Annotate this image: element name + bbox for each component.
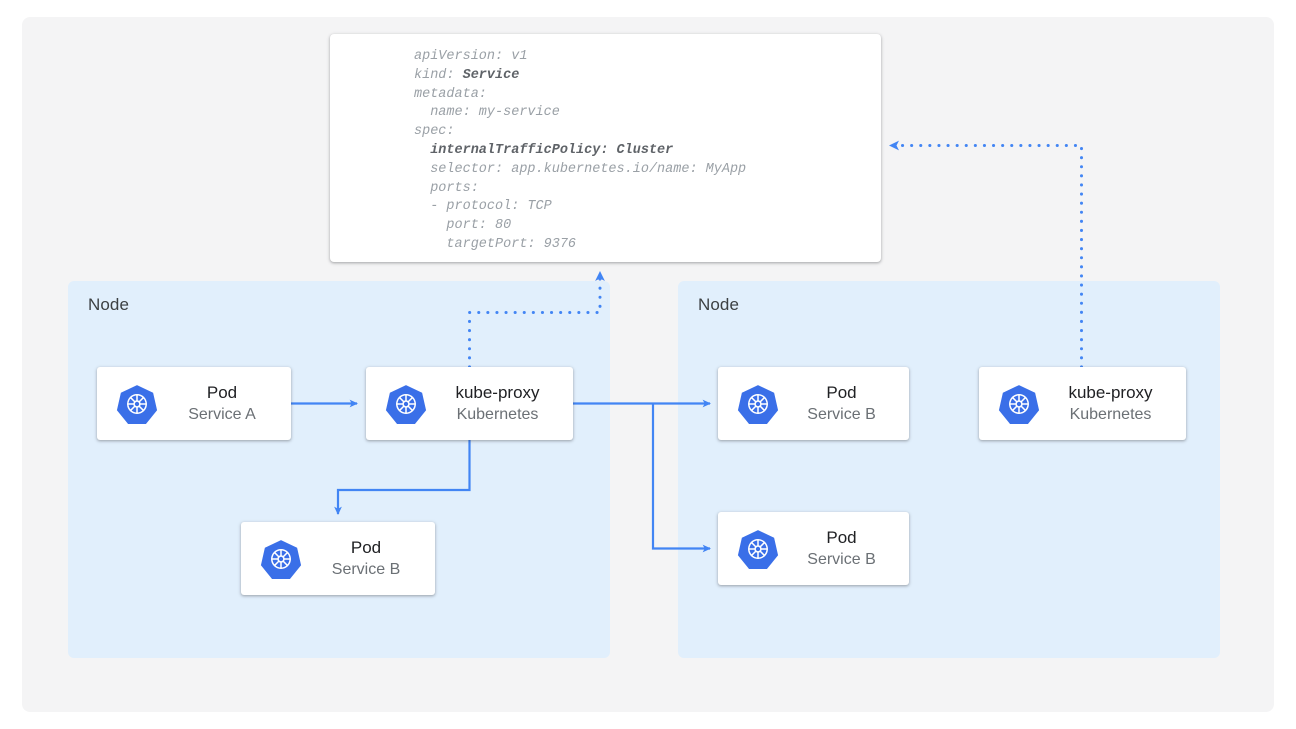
card-subtitle: Kubernetes [1069, 405, 1152, 423]
card-kube-proxy-left[interactable]: kube-proxy Kubernetes [366, 367, 573, 440]
kubernetes-icon [260, 539, 302, 579]
card-pod-service-b-remote-1[interactable]: Pod Service B [718, 367, 909, 440]
kubernetes-icon [116, 384, 158, 424]
card-kube-proxy-right[interactable]: kube-proxy Kubernetes [979, 367, 1186, 440]
card-title: Pod [826, 527, 857, 547]
card-subtitle: Service B [807, 550, 876, 568]
node-group-right: Node [678, 281, 1220, 658]
kubernetes-icon [385, 384, 427, 424]
card-text: kube-proxy Kubernetes [428, 382, 573, 426]
card-text: kube-proxy Kubernetes [1041, 382, 1186, 426]
kubernetes-icon [998, 384, 1040, 424]
card-subtitle: Kubernetes [456, 405, 539, 423]
kubernetes-icon [737, 384, 779, 424]
card-subtitle: Service B [807, 405, 876, 423]
card-pod-service-a[interactable]: Pod Service A [97, 367, 291, 440]
card-text: Pod Service A [159, 382, 291, 426]
kubernetes-icon [737, 529, 779, 569]
card-title: Pod [206, 382, 238, 402]
card-title: Pod [826, 382, 857, 402]
node-right-label: Node [698, 295, 740, 314]
card-text: Pod Service B [780, 382, 909, 426]
node-group-left: Node [68, 281, 610, 658]
service-manifest-code: apiVersion: v1 kind: Service metadata: n… [414, 49, 747, 252]
card-text: Pod Service B [780, 527, 909, 571]
card-pod-service-b-remote-2[interactable]: Pod Service B [718, 512, 909, 585]
card-subtitle: Service A [188, 405, 256, 423]
card-subtitle: Service B [331, 560, 401, 578]
card-text: Pod Service B [303, 537, 435, 581]
card-pod-service-b-local[interactable]: Pod Service B [241, 522, 435, 595]
service-manifest-panel: apiVersion: v1 kind: Service metadata: n… [330, 34, 881, 262]
node-left-label: Node [88, 295, 130, 314]
card-title: kube-proxy [1068, 382, 1153, 402]
card-title: kube-proxy [455, 382, 540, 402]
card-title: Pod [350, 537, 382, 557]
